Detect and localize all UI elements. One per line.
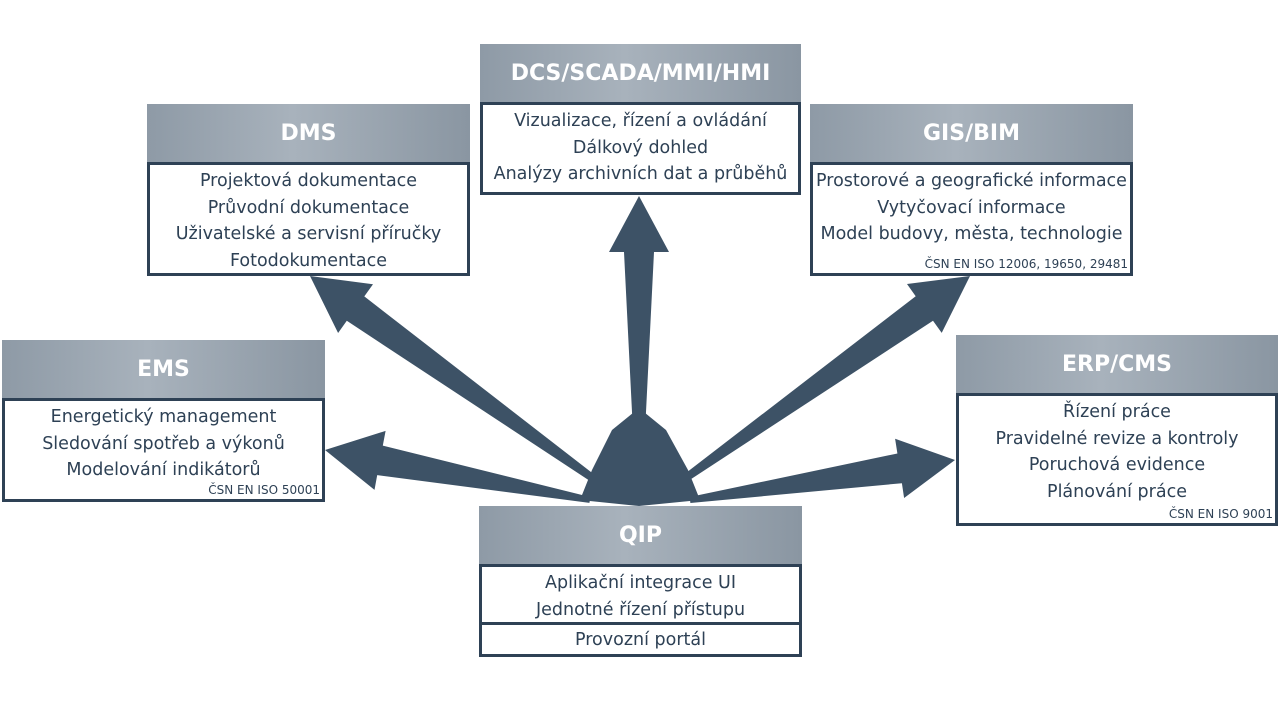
ems-line: Energetický management (50, 407, 277, 427)
erp-standard: ČSN EN ISO 9001 (1168, 507, 1273, 521)
dms-node: DMS Projektová dokumentace Průvodní doku… (147, 104, 470, 276)
qip-line: Jednotné řízení přístupu (535, 599, 746, 620)
dcs-line: Analýzy archivních dat a průběhů (493, 164, 788, 184)
dms-line: Fotodokumentace (229, 250, 388, 271)
ems-node: EMS Energetický management Sledování spo… (2, 340, 325, 502)
dcs-title: DCS/SCADA/MMI/HMI (480, 44, 801, 102)
arrow-to-dms (310, 276, 614, 495)
dms-line: Uživatelské a servisní příručky (175, 224, 442, 244)
gis-standard: ČSN EN ISO 12006, 19650, 29481 (924, 257, 1128, 271)
arrow-to-dcs (609, 196, 669, 492)
dcs-node: DCS/SCADA/MMI/HMI Vizualizace, řízení a … (480, 44, 801, 195)
erp-line: Poruchová evidence (1028, 455, 1206, 475)
gis-content-box: Prostorové a geografické informace Vytyč… (810, 162, 1133, 276)
dms-content-box: Projektová dokumentace Průvodní dokument… (147, 162, 470, 276)
erp-line: Řízení práce (1063, 402, 1171, 422)
erp-content-box: Řízení práce Pravidelné revize a kontrol… (956, 393, 1278, 526)
ems-standard: ČSN EN ISO 50001 (208, 483, 320, 497)
arrow-to-erp (689, 438, 955, 503)
dcs-content-box: Vizualizace, řízení a ovládání Dálkový d… (480, 102, 801, 195)
arrow-to-gis (664, 276, 970, 495)
qip-line: Aplikační integrace UI (544, 573, 737, 593)
dms-line: Projektová dokumentace (199, 171, 418, 191)
arrow-to-ems (325, 430, 591, 503)
erp-line: Pravidelné revize a kontroly (995, 428, 1239, 449)
ems-line: Modelování indikátorů (66, 460, 261, 480)
ems-content-box: Energetický management Sledování spotřeb… (2, 398, 325, 502)
qip-portal: Provozní portál (479, 625, 802, 657)
erp-title: ERP/CMS (956, 335, 1278, 393)
gis-line: Prostorové a geografické informace (816, 171, 1127, 191)
ems-title: EMS (2, 340, 325, 398)
dcs-line: Vizualizace, řízení a ovládání (514, 111, 767, 131)
qip-node: QIP Aplikační integrace UI Jednotné říze… (479, 506, 802, 657)
erp-line: Plánování práce (1047, 481, 1187, 502)
erp-node: ERP/CMS Řízení práce Pravidelné revize a… (956, 335, 1278, 526)
ems-line: Sledování spotřeb a výkonů (42, 433, 285, 454)
arrow-hub (580, 408, 700, 506)
qip-title: QIP (479, 506, 802, 564)
qip-content-box: Aplikační integrace UI Jednotné řízení p… (479, 564, 802, 625)
dcs-line: Dálkový dohled (572, 137, 709, 158)
dms-title: DMS (147, 104, 470, 162)
gis-line: Vytyčovací informace (877, 197, 1066, 218)
gis-line: Model budovy, města, technologie (820, 224, 1123, 244)
dms-line: Průvodní dokumentace (207, 197, 410, 218)
gis-node: GIS/BIM Prostorové a geografické informa… (810, 104, 1133, 276)
gis-title: GIS/BIM (810, 104, 1133, 162)
